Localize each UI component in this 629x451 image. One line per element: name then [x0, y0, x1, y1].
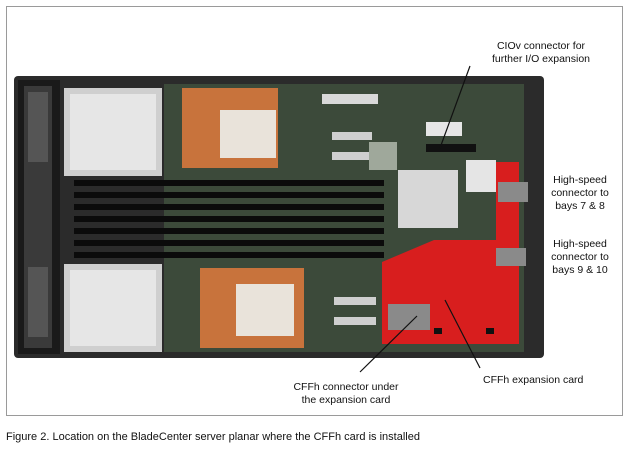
- high-speed-connector-bays-7-8: [498, 182, 528, 202]
- blade-server-photo: [14, 76, 544, 358]
- memory-slots: [74, 180, 384, 258]
- cffh-expansion-card: [382, 162, 519, 344]
- cffh-card-pointer: [444, 299, 481, 369]
- cffh-expansion-card-label: CFFh expansion card: [483, 374, 584, 386]
- cffh-connector-pointer: [359, 315, 418, 373]
- figure-caption: Figure 2. Location on the BladeCenter se…: [6, 431, 420, 443]
- high-speed-connector-bays-9-10: [496, 248, 526, 266]
- cffh-connector: [388, 304, 430, 330]
- chipset-heatsink: [398, 170, 458, 228]
- ciov-pointer: [439, 65, 471, 149]
- ciov-connector: [426, 144, 476, 152]
